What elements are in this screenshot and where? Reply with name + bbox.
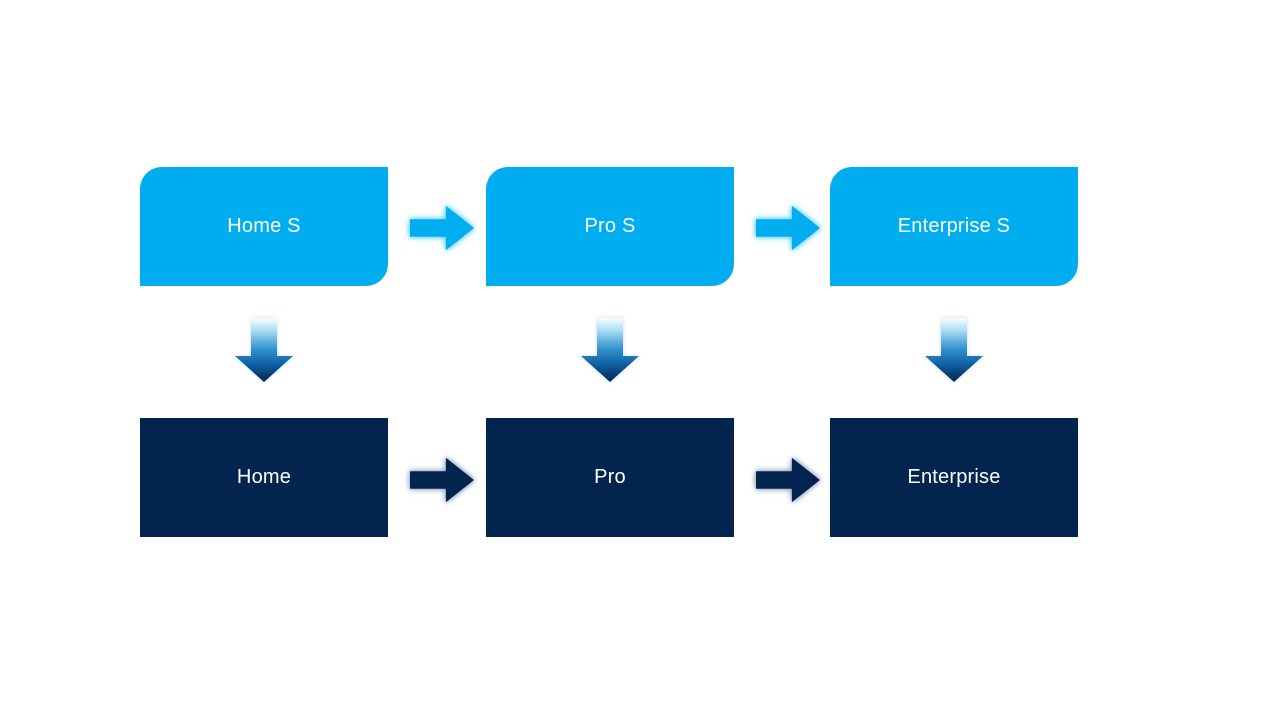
box-enterprise-label: Enterprise	[907, 466, 1001, 488]
box-pro-label: Pro	[594, 466, 626, 488]
box-pro-s-label: Pro S	[584, 215, 636, 237]
arrow-right-icon	[756, 205, 820, 251]
box-enterprise: Enterprise	[830, 418, 1078, 537]
arrow-down-icon	[581, 318, 639, 382]
arrow-down-icon	[925, 318, 983, 382]
box-home-label: Home	[236, 466, 292, 488]
box-pro: Pro	[486, 418, 734, 537]
arrow-down-icon	[235, 318, 293, 382]
box-home: Home	[140, 418, 388, 537]
box-enterprise-s: Enterprise S	[830, 167, 1078, 286]
box-home-s-label: Home S	[227, 215, 301, 237]
arrow-right-icon	[756, 457, 820, 503]
box-home-s: Home S	[140, 167, 388, 286]
box-pro-s: Pro S	[486, 167, 734, 286]
box-enterprise-s-label: Enterprise S	[897, 215, 1011, 237]
arrow-right-icon	[410, 205, 474, 251]
arrow-right-icon	[410, 457, 474, 503]
